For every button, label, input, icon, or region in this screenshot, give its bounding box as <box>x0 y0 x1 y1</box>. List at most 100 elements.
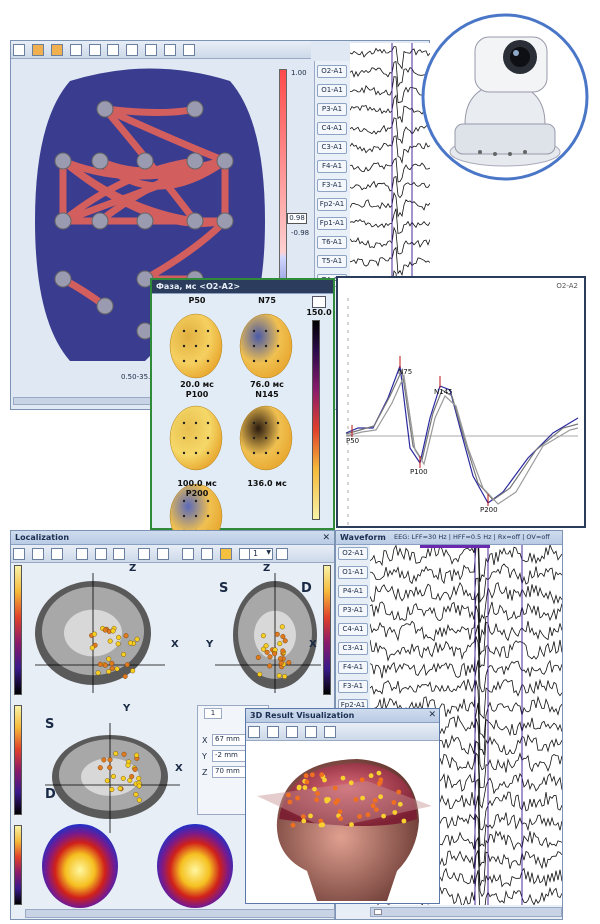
axis-x-label-cor: X <box>309 639 317 650</box>
channel-label[interactable]: F3-A1 <box>317 179 347 192</box>
electrode-c3 <box>91 212 109 230</box>
eeg-traces-top <box>350 43 430 311</box>
rotate-icon[interactable] <box>248 726 260 738</box>
dipole-marker <box>122 673 128 679</box>
electrode-fp1 <box>96 100 114 118</box>
channel-label[interactable]: P3-A1 <box>317 103 347 116</box>
settings-icon[interactable] <box>145 44 158 56</box>
toolbar-button-2[interactable] <box>31 44 44 56</box>
waveform-channel-list: O2-A1 O1-A1 P4-A1 P3-A1 C4-A1 C3-A1 F4-A… <box>336 545 370 721</box>
scale-min-label: -0.98 <box>291 229 310 237</box>
tab-1[interactable]: 1 <box>204 708 222 719</box>
dipoles-icon[interactable] <box>219 548 232 560</box>
channel-label[interactable]: Fp2-A1 <box>317 198 347 211</box>
dipole-3d-marker <box>353 797 359 802</box>
channel-label[interactable]: O1-A1 <box>317 84 347 97</box>
channel-label[interactable]: T6-A1 <box>317 236 347 249</box>
dipole-3d-marker <box>357 814 362 819</box>
toolbar-button-10[interactable] <box>182 44 195 56</box>
print-icon[interactable] <box>182 548 194 560</box>
delete-all-icon[interactable] <box>31 548 44 560</box>
electrode-dot <box>264 451 268 455</box>
close-view-icon[interactable] <box>323 726 336 738</box>
electrode-dot <box>182 436 186 440</box>
brain-icon[interactable] <box>285 726 298 738</box>
eeg-trace <box>370 636 562 693</box>
channel-label[interactable]: F4-A1 <box>317 160 347 173</box>
toolbar-button-5[interactable] <box>88 44 101 56</box>
dipole-3d-marker <box>302 785 308 790</box>
tool-icon[interactable] <box>50 548 63 560</box>
channel-label[interactable]: F3-A1 <box>338 680 368 693</box>
colorbar-sagittal <box>14 565 22 695</box>
map-time-1: 20.0 мс <box>180 380 214 389</box>
electrode-dot <box>276 436 280 440</box>
map-time-2: 76.0 мс <box>250 380 284 389</box>
result-3d-close-icon[interactable]: ✕ <box>428 710 436 720</box>
channel-label[interactable]: O2-A1 <box>338 547 368 560</box>
dipole-marker <box>91 631 97 637</box>
result-3d-toolbar <box>246 723 439 741</box>
coord-z-label: Z <box>202 768 208 777</box>
toolbar-button-1[interactable] <box>13 44 25 56</box>
toolbar-button-6[interactable] <box>107 44 120 56</box>
dipole-marker <box>280 633 286 639</box>
dipole-3d-marker <box>332 785 338 791</box>
save-icon[interactable] <box>164 44 176 56</box>
coord-x-label: X <box>202 736 208 745</box>
channel-label[interactable]: F4-A1 <box>338 661 368 674</box>
dipole-icon[interactable] <box>304 726 317 738</box>
dipole-3d-marker <box>326 797 331 802</box>
waveform-scrollbar[interactable] <box>370 907 562 917</box>
dipole-marker <box>263 643 269 649</box>
toolbar-button-4[interactable] <box>69 44 82 56</box>
channel-label[interactable]: C3-A1 <box>317 141 347 154</box>
toolbar-button-3[interactable] <box>50 44 63 56</box>
localization-scrollbar[interactable] <box>25 909 335 918</box>
channel-label[interactable]: O2-A1 <box>317 65 347 78</box>
ep-channel-label: O2-A2 <box>556 282 578 290</box>
tool-icon[interactable] <box>94 548 107 560</box>
copy-icon[interactable] <box>200 548 213 560</box>
eeg-trace <box>370 545 562 604</box>
print-icon[interactable] <box>126 44 139 56</box>
dipole-marker <box>106 669 112 675</box>
dipole-marker <box>134 752 140 758</box>
dipole-3d-marker <box>372 798 378 803</box>
dipole-3d-marker <box>286 792 291 798</box>
tool-icon[interactable] <box>113 548 126 560</box>
channel-label[interactable]: O1-A1 <box>338 566 368 579</box>
delete-icon[interactable] <box>13 548 25 560</box>
maps-icon[interactable] <box>312 296 326 308</box>
channel-label[interactable]: P4-A1 <box>338 585 368 598</box>
localization-close-icon[interactable]: ✕ <box>322 533 330 543</box>
channel-label[interactable]: T5-A1 <box>317 255 347 268</box>
axis-y-label-ax: Y <box>123 703 131 714</box>
dipole-marker <box>101 757 107 763</box>
dipole-marker <box>136 783 142 789</box>
channel-label[interactable]: C4-A1 <box>338 623 368 636</box>
view-icon[interactable] <box>266 726 279 738</box>
dipole-marker <box>107 765 113 771</box>
channel-label[interactable]: Fp1-A1 <box>317 217 347 230</box>
dipole-3d-marker <box>319 772 325 778</box>
scale-value-box[interactable]: 0.98 <box>287 213 307 224</box>
dipole-3d-marker <box>310 772 315 778</box>
scroll-thumb[interactable] <box>374 909 382 915</box>
dipole-3d-marker <box>378 794 383 800</box>
electrode-dot <box>252 359 256 363</box>
dipole-3d-marker <box>301 818 307 824</box>
grid-icon[interactable] <box>138 548 151 560</box>
electrode-t3 <box>54 212 72 230</box>
electrode-dot <box>264 329 268 333</box>
tool-icon[interactable] <box>75 548 88 560</box>
channel-label[interactable]: P3-A1 <box>338 604 368 617</box>
layers-icon[interactable] <box>276 548 289 560</box>
number-dropdown[interactable]: 1 ▼ <box>249 548 273 560</box>
dipole-marker <box>264 649 270 655</box>
channel-label[interactable]: C4-A1 <box>317 122 347 135</box>
grid-icon[interactable] <box>157 548 170 560</box>
channel-label[interactable]: C3-A1 <box>338 642 368 655</box>
dipole-3d-marker <box>376 770 382 776</box>
